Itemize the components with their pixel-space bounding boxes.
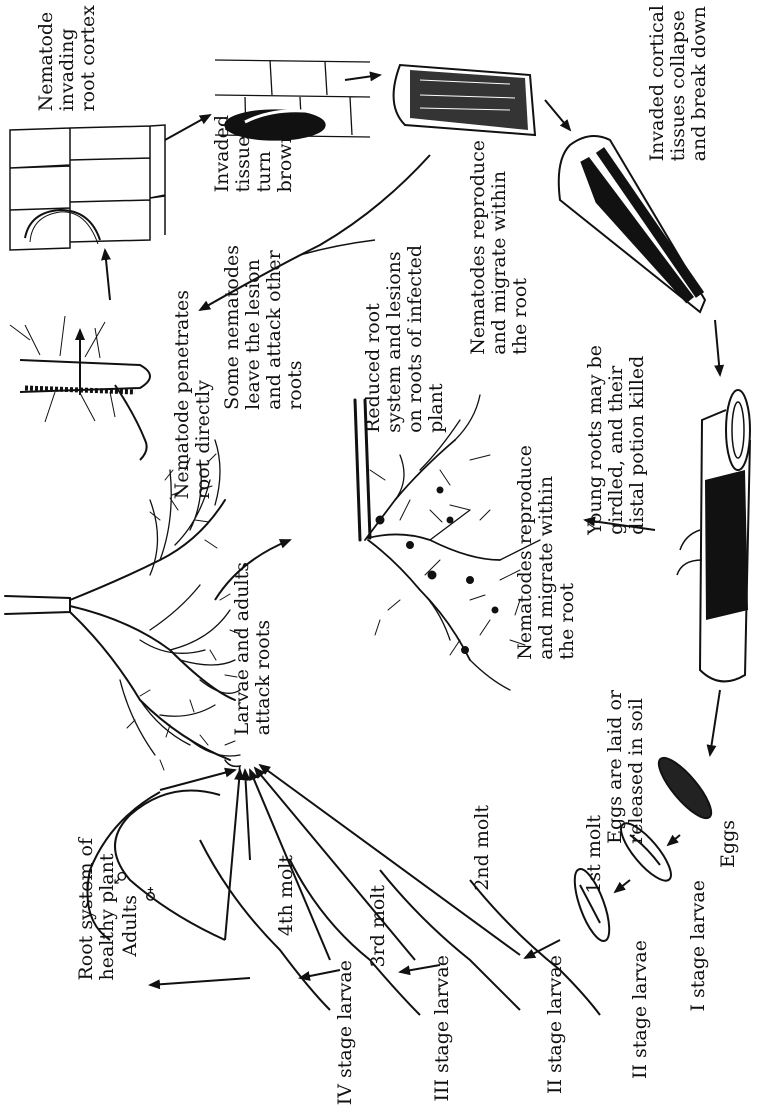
label-root-system-healthy: Root system of healthy plant (76, 838, 118, 981)
girdled-root (677, 390, 750, 681)
label-ii-stage-larvae: II stage larvae (545, 955, 566, 1094)
label-iii-stage-larvae: III stage larvae (432, 955, 453, 1102)
eggs (651, 751, 718, 825)
label-invaded-cortical: Invaded cortical tissues collapse and br… (647, 5, 710, 161)
label-adults: Adults (120, 895, 141, 957)
label-i-stage-larvae: I stage larvae (688, 880, 709, 1012)
label-invaded-turn-brown: Invaded tissues turn brown (212, 115, 296, 192)
label-third-molt: 3rd molt (368, 885, 389, 968)
label-fourth-molt: 4th molt (276, 855, 297, 936)
label-first-molt: 1st molt (584, 815, 605, 894)
label-young-roots-girdled: Young roots may be girdled, and their di… (585, 345, 648, 535)
female-symbol: ♀ (140, 885, 161, 904)
label-some-nematodes-leave: Some nematodes leave the lesion and atta… (222, 245, 306, 410)
label-reproduce-migrate-mid: Nematodes reproduce and migrate within t… (515, 445, 578, 660)
label-nematode-invading: Nematode invading root cortex (36, 5, 99, 111)
label-eggs-laid: Eggs are laid or released in soil (605, 690, 647, 844)
label-eggs: Eggs (718, 820, 739, 868)
label-ii-stage-larvae-egg: II stage larvae (630, 940, 651, 1079)
cortex-cells-invasion (10, 125, 165, 250)
root-segment-reproduction (394, 65, 535, 135)
label-larvae-adults-attack: Larvae and adults attack roots (232, 562, 274, 735)
label-second-molt: 2nd molt (472, 805, 493, 891)
label-iv-stage-larvae: IV stage larvae (335, 960, 356, 1105)
male-symbol: ♂ (110, 868, 131, 887)
collapsing-root (559, 136, 705, 312)
label-reduced-root-system: Reduced root system and lesions on roots… (363, 245, 447, 433)
label-nematode-penetrates: Nematode penetrates root directly (172, 290, 214, 499)
infected-root-system (355, 395, 540, 690)
label-reproduce-migrate-top: Nematodes reproduce and migrate within t… (468, 140, 531, 355)
